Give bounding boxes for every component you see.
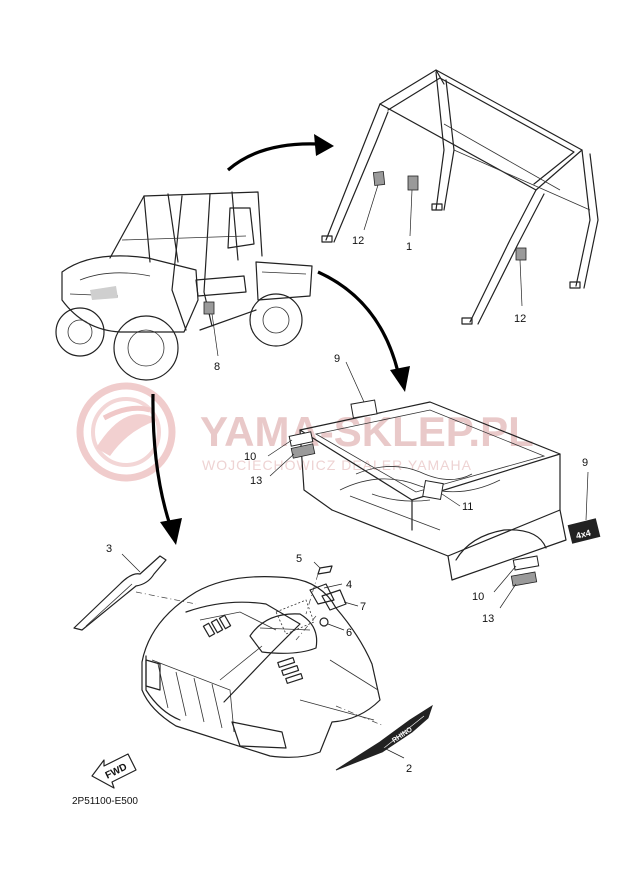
callout-10-right: 10 — [472, 591, 484, 603]
part-2-rhino-decal: RHINO 2 — [335, 704, 433, 775]
arrow-to-cargo-bed — [317, 270, 410, 392]
callout-9-right: 9 — [582, 457, 588, 469]
callout-8: 8 — [214, 361, 220, 373]
watermark-logo — [76, 382, 176, 482]
callout-4: 4 — [346, 579, 352, 591]
watermark: YAMA-SKLEP.PL WOJCIECHOWICZ DEALER YAMAH… — [76, 382, 534, 482]
front-hood — [135, 573, 385, 758]
callout-12-left: 12 — [352, 235, 364, 247]
part-3-stripe: 3 — [73, 543, 167, 631]
arrow-to-hood — [151, 393, 182, 545]
callout-7: 7 — [360, 601, 366, 613]
hood-small-parts: 5 4 7 6 — [296, 553, 366, 639]
cargo-bed: 11 9 10 13 10 13 4x4 9 — [244, 353, 601, 625]
callout-6: 6 — [346, 627, 352, 639]
callout-2: 2 — [406, 763, 412, 775]
callout-12-right: 12 — [514, 313, 526, 325]
roll-cage: 12 1 12 — [321, 69, 599, 325]
badge-text: 4x4 — [575, 528, 592, 541]
callout-5: 5 — [296, 553, 302, 565]
callout-9-top: 9 — [334, 353, 340, 365]
callout-3: 3 — [106, 543, 112, 555]
watermark-dealer: WOJCIECHOWICZ DEALER YAMAHA — [202, 457, 472, 473]
vehicle-overview: 8 — [55, 191, 313, 381]
badge-decal: 4x4 — [567, 518, 601, 544]
direction-arrows — [151, 134, 410, 545]
callout-13-right: 13 — [482, 613, 494, 625]
arrow-to-roll-cage — [226, 134, 334, 172]
callout-11: 11 — [462, 501, 473, 513]
callout-10-left: 10 — [244, 451, 256, 463]
callout-13-left: 13 — [250, 475, 262, 487]
diagram-code: 2P51100-E500 — [72, 796, 138, 807]
fwd-indicator: FWD — [91, 753, 137, 789]
callout-1: 1 — [406, 241, 412, 253]
